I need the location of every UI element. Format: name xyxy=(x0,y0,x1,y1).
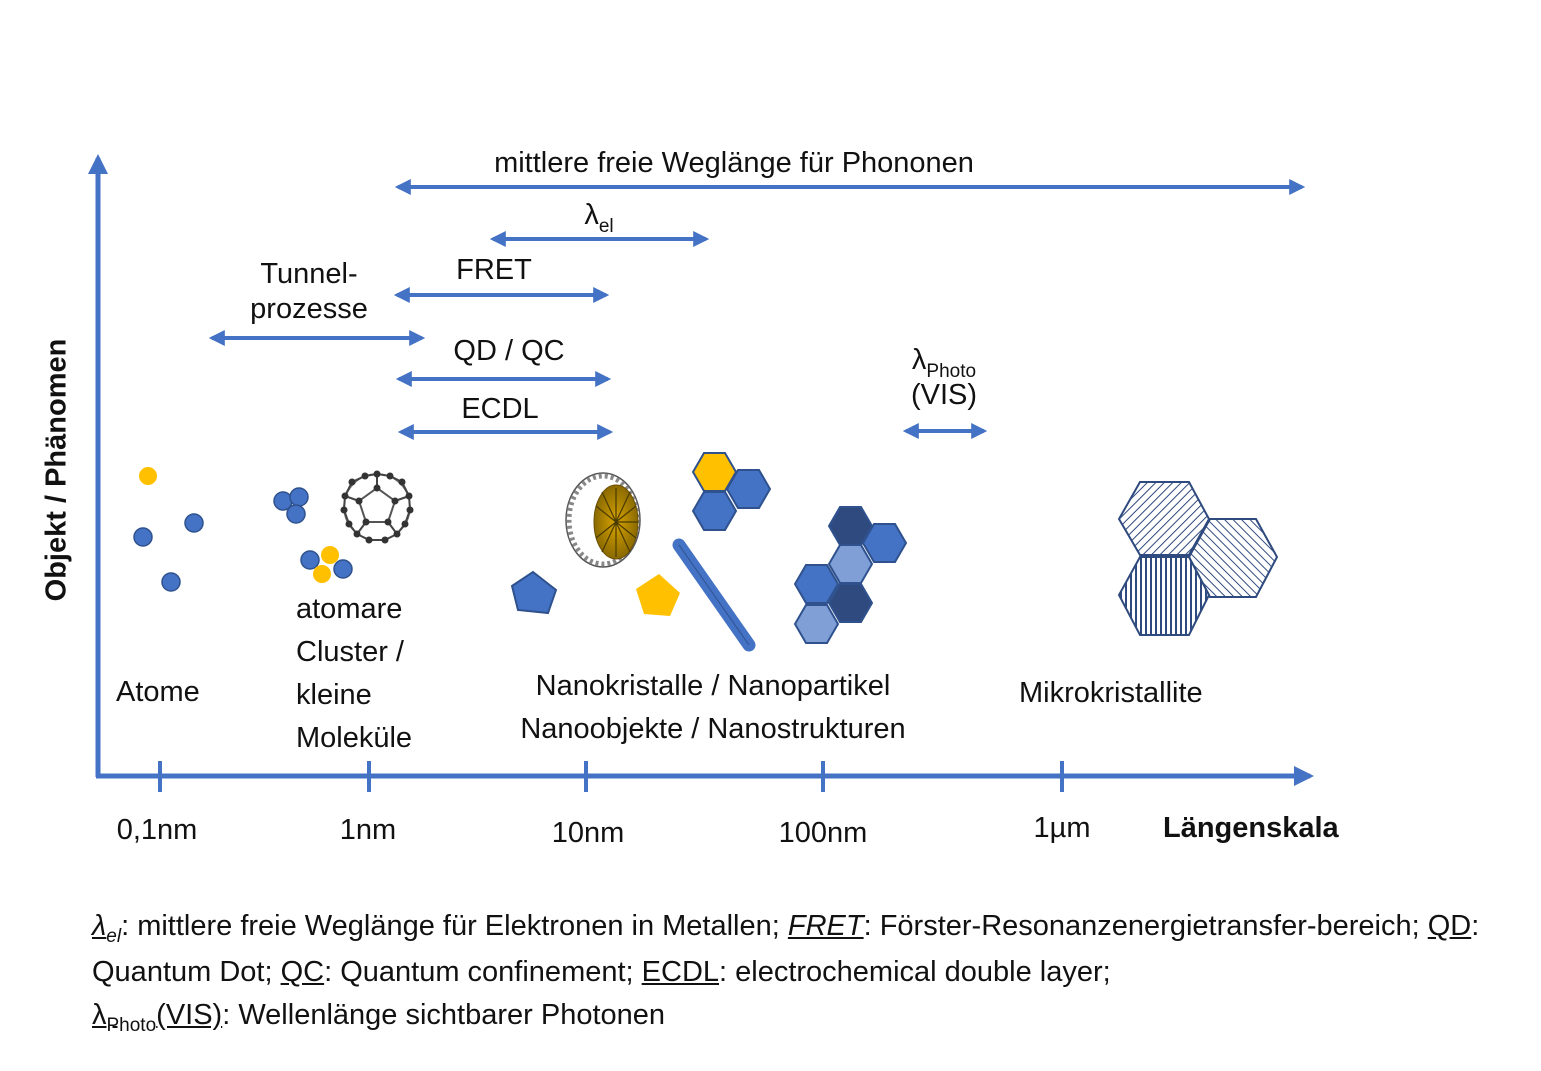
fullerene-molecule-icon xyxy=(340,470,414,544)
legend-qc-abbr: QC xyxy=(280,956,325,988)
nanorod-outline xyxy=(678,544,750,646)
x-axis-title: Längenskala xyxy=(1163,812,1339,844)
legend-lambda-el: λel xyxy=(92,910,122,947)
ecdl-range-label: ECDL xyxy=(461,393,539,425)
fret-range-label: FRET xyxy=(456,254,532,286)
cluster-label: atomare Cluster / kleine Moleküle xyxy=(296,593,413,754)
phonon-range-label: mittlere freie Weglänge für Phononen xyxy=(494,147,974,179)
qd-qc-range-label: QD / QC xyxy=(453,335,565,367)
nanocrystal-hexagon-cluster xyxy=(691,452,772,531)
gold-pentagon-particle xyxy=(636,574,680,616)
abbreviation-legend: λel: mittlere freie Weglänge für Elektro… xyxy=(92,905,1512,1040)
blue-pentagon-particle xyxy=(510,570,558,615)
legend-lambda-photo: λPhoto(VIS) xyxy=(92,999,223,1036)
tick-label-1um: 1µm xyxy=(1033,812,1091,844)
atoms-illustration xyxy=(133,467,204,592)
legend-qd-abbr: QD xyxy=(1427,910,1472,942)
nanostructure-hexagon-stack xyxy=(793,506,908,644)
lambda-photo-range-label: λPhoto(VIS) xyxy=(910,344,978,411)
atomic-cluster-illustration xyxy=(273,487,353,583)
legend-fret-text: : Förster-Resonanzenergietransfer-bereic… xyxy=(863,910,1428,942)
tick-label-10nm: 10nm xyxy=(551,817,625,849)
tick-label-100nm: 100nm xyxy=(778,817,868,849)
legend-fret-abbr: FRET xyxy=(787,910,864,942)
legend-qd-text: : Quantum Dot; xyxy=(92,910,1480,988)
micelle-nanoparticle-icon xyxy=(565,472,641,568)
x-axis xyxy=(96,761,1314,792)
tunnel-range-label: Tunnel-prozesse xyxy=(250,258,368,325)
legend-lambda-el-text: : mittlere freie Weglänge für Elektronen… xyxy=(121,910,788,942)
y-axis-title: Objekt / Phänomen xyxy=(40,338,73,602)
microcrystallite-label: Mikrokristallite xyxy=(1019,677,1203,709)
lambda-el-range-label: λel xyxy=(584,199,614,237)
tick-label-0-1nm: 0,1nm xyxy=(116,814,198,846)
microcrystallite-hexagons xyxy=(1117,481,1279,636)
legend-qc-text: : Quantum confinement; xyxy=(324,956,642,988)
tick-label-1nm: 1nm xyxy=(339,814,397,846)
legend-ecdl-abbr: ECDL xyxy=(641,956,720,988)
legend-ecdl-text: : electrochemical double layer; xyxy=(719,956,1111,988)
nano-label: Nanokristalle / Nanopartikel Nanoobjekte… xyxy=(520,670,906,745)
atoms-label: Atome xyxy=(116,676,200,708)
legend-lambda-photo-text: : Wellenlänge sichtbarer Photonen xyxy=(222,999,666,1031)
